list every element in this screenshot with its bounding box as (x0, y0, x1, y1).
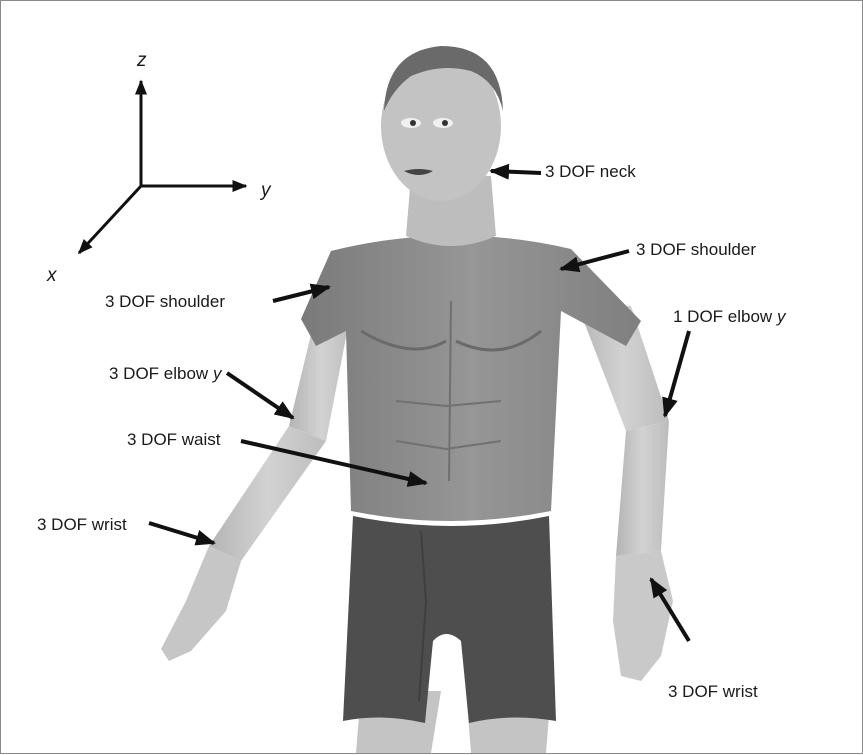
arrow-wrist-left (149, 523, 214, 543)
label-shoulder-right: 3 DOF shoulder (636, 241, 756, 258)
right-hand (613, 551, 673, 681)
label-elbow-left: 3 DOF elbow y (109, 365, 221, 382)
arrow-elbow-right (665, 331, 689, 416)
shirt (301, 235, 641, 521)
axis-label-z: z (137, 51, 147, 70)
label-elbow-right: 1 DOF elbow y (673, 308, 785, 325)
label-shoulder-left: 3 DOF shoulder (105, 293, 225, 310)
arrow-neck (491, 171, 541, 173)
arrow-elbow-left (227, 373, 293, 418)
shorts (343, 516, 556, 723)
axis-label-x: x (47, 266, 57, 285)
left-hand (161, 546, 241, 661)
right-forearm (616, 421, 669, 556)
label-waist: 3 DOF waist (127, 431, 221, 448)
label-wrist-left: 3 DOF wrist (37, 516, 127, 533)
label-neck: 3 DOF neck (545, 163, 636, 180)
axis-label-y: y (261, 181, 271, 200)
label-wrist-right: 3 DOF wrist (668, 683, 758, 700)
coordinate-axes (79, 81, 246, 253)
